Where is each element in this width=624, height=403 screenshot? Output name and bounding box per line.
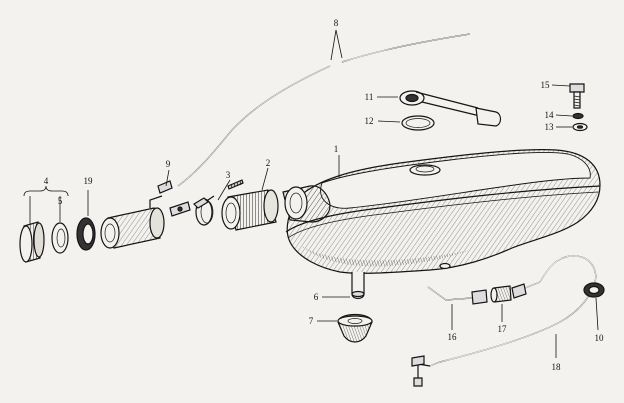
grommet-10: [583, 282, 605, 298]
callout-labels: 1 2 3 4 5 6 7 8 9 10 11 12 13 14 15 16 1…: [44, 18, 604, 372]
callout-17: 17: [498, 324, 508, 334]
callout-3: 3: [226, 170, 231, 180]
callout-15: 15: [541, 80, 551, 90]
callout-12: 12: [365, 116, 374, 126]
drain-grommet-7: [337, 313, 373, 343]
callout-11: 11: [365, 92, 374, 102]
bolt-15: [569, 83, 585, 109]
hose-clip: [193, 179, 244, 226]
callout-13: 13: [545, 122, 555, 132]
callout-1: 1: [334, 144, 339, 154]
fuel-line-16: [427, 286, 488, 305]
gasket-5: [51, 222, 69, 254]
leader-lines: [23, 29, 599, 358]
washer-14: [572, 112, 584, 120]
callout-10: 10: [595, 333, 605, 343]
callout-19: 19: [84, 176, 94, 186]
fuel-tank: [282, 149, 601, 300]
callout-2: 2: [266, 158, 271, 168]
callout-14: 14: [545, 110, 555, 120]
o-ring-12: [401, 115, 435, 131]
callout-16: 16: [448, 332, 458, 342]
filler-cap-4: [19, 221, 45, 263]
washer-13: [572, 122, 588, 132]
sender-cap-11: [399, 90, 502, 127]
callout-8: 8: [334, 18, 339, 28]
callout-7: 7: [309, 316, 314, 326]
union-nut-17: [490, 285, 512, 303]
rubber-seal-19: [76, 217, 96, 251]
filler-neck-tube: [100, 195, 165, 249]
callout-5: 5: [58, 196, 63, 206]
callout-6: 6: [314, 292, 319, 302]
callout-18: 18: [552, 362, 562, 372]
callout-4: 4: [44, 176, 49, 186]
tube-clip: [157, 180, 191, 217]
vent-tube: [177, 33, 471, 187]
fuel-line-18: [411, 255, 597, 387]
callout-9: 9: [166, 159, 171, 169]
filler-hose: [221, 189, 279, 231]
